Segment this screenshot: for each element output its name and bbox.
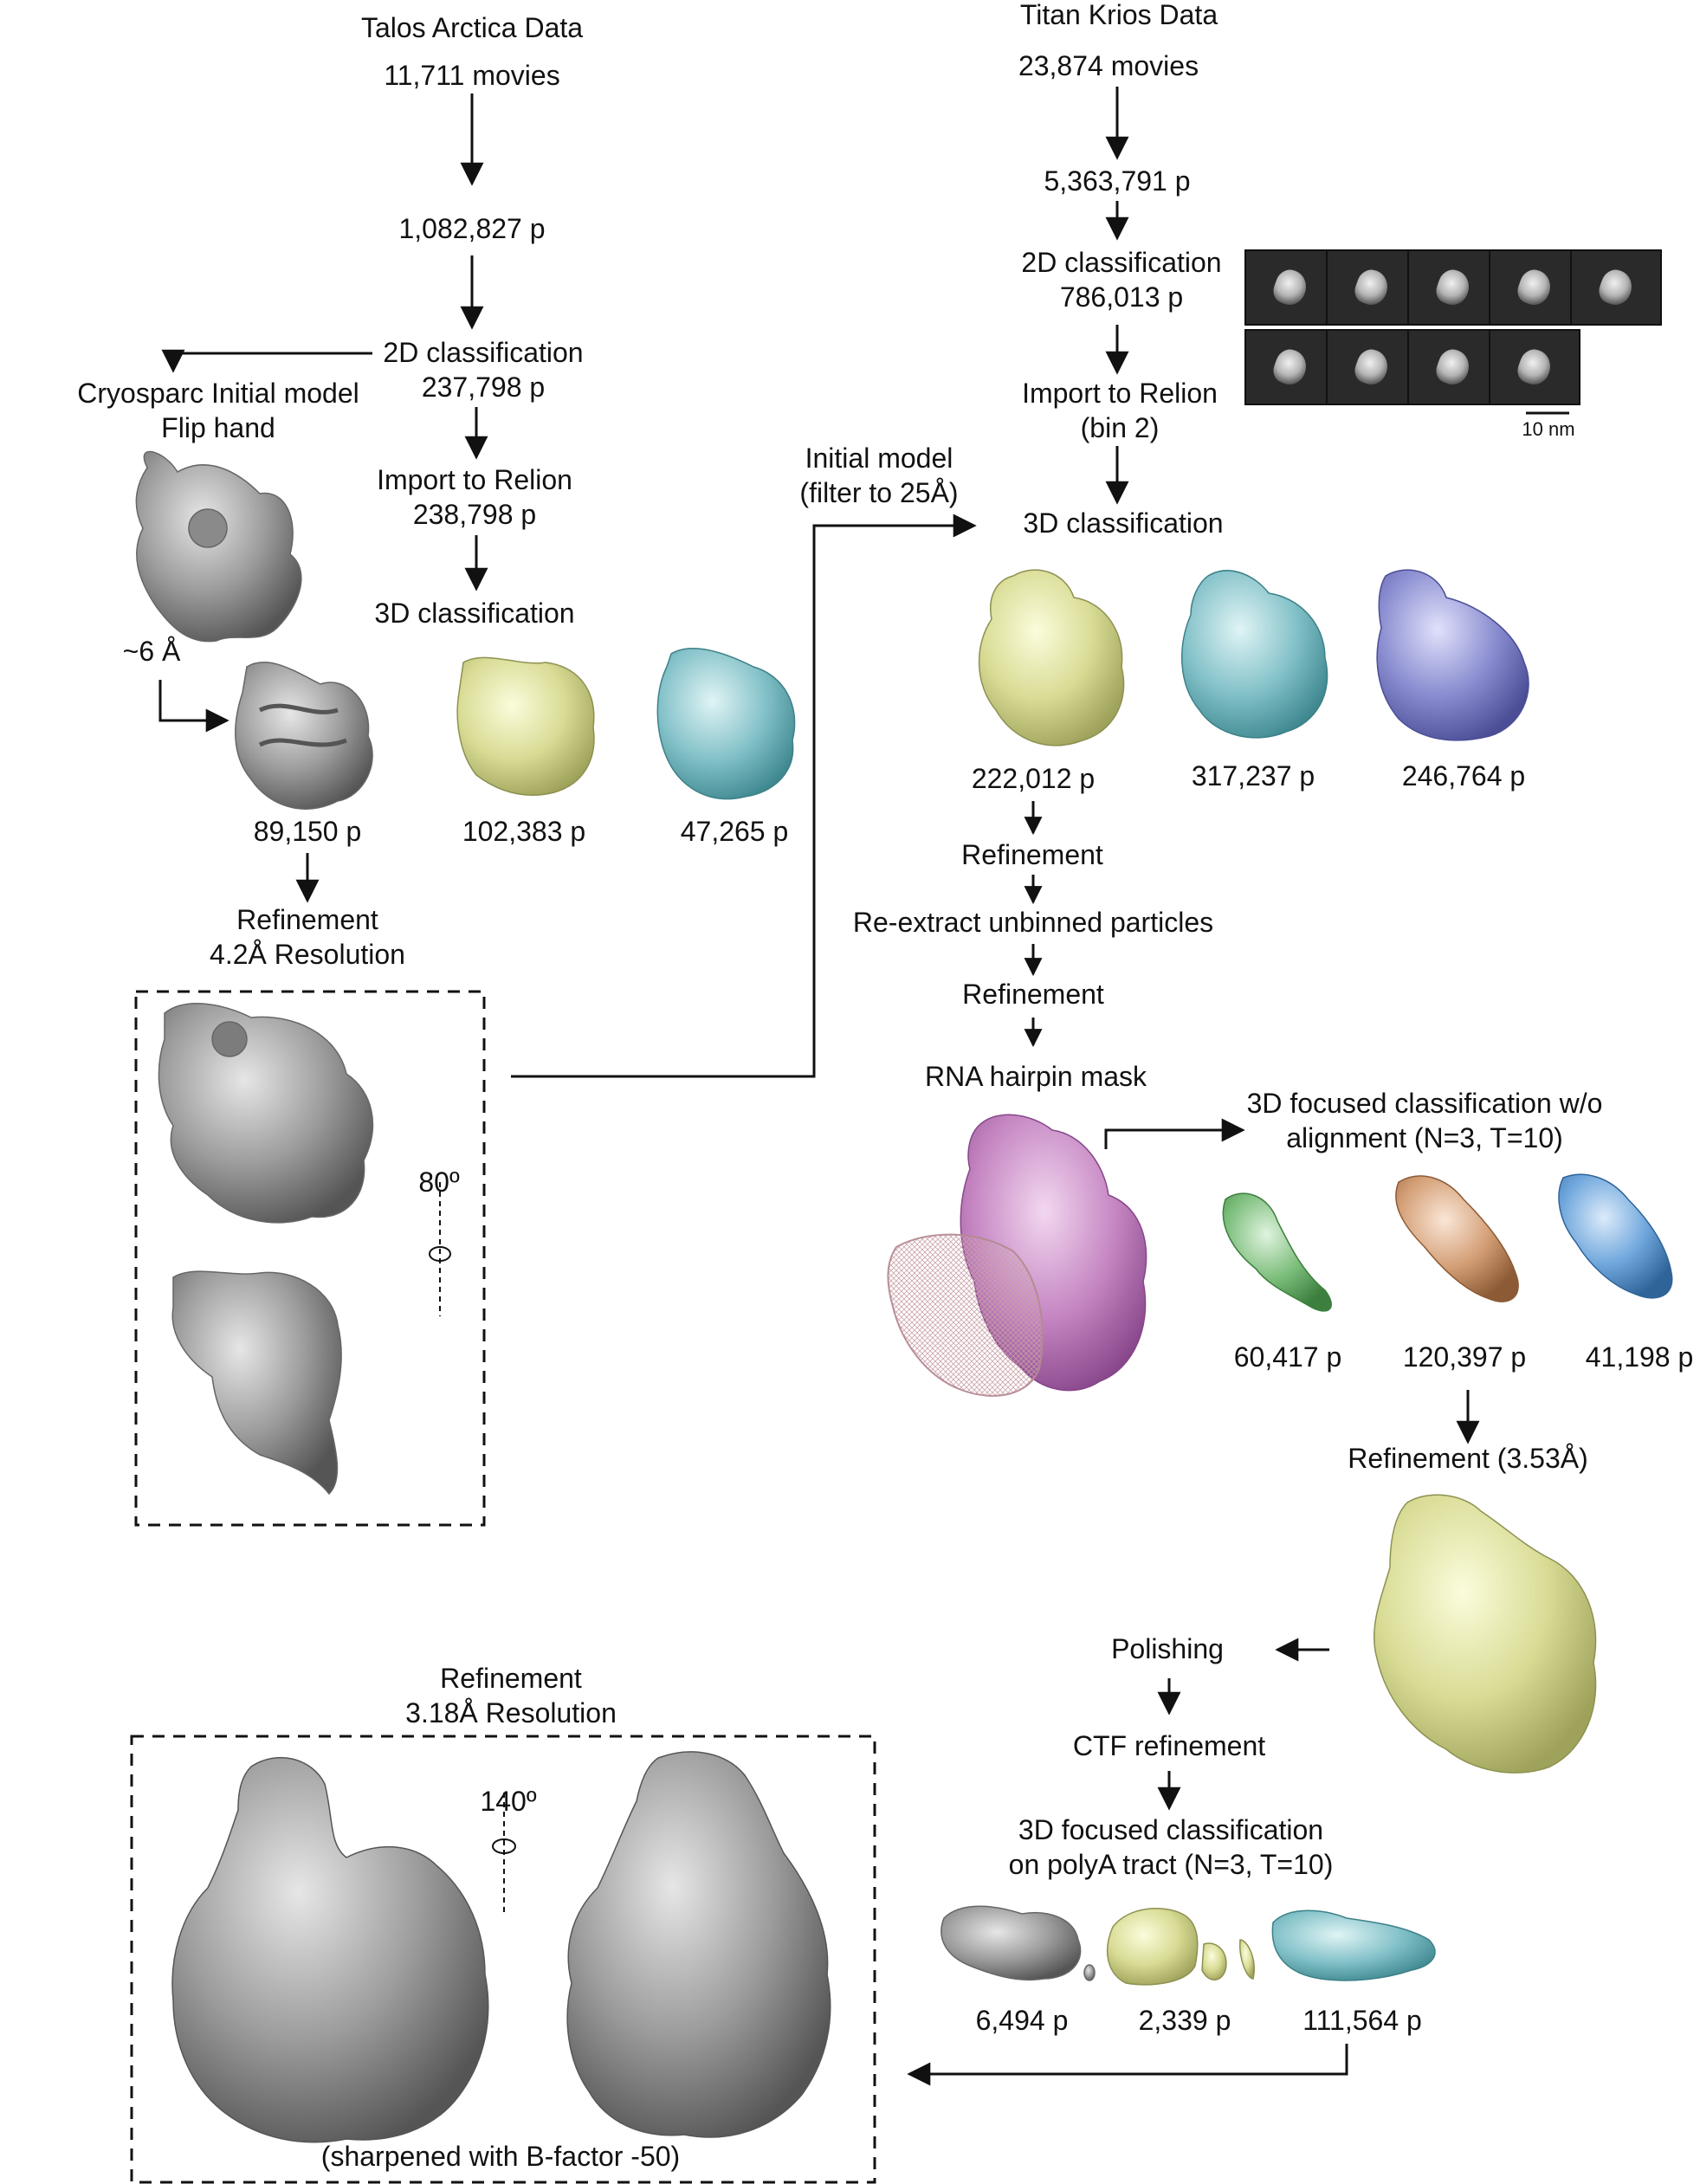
talos-approx-resolution: ~6 Å [122,636,181,667]
refinement-353-label: Refinement (3.53Å) [1348,1443,1588,1474]
map-titan-class-yellow [978,569,1125,746]
talos-import-label: Import to Relion [377,464,572,495]
talos-refinement-label: Refinement [236,904,378,935]
map-rna-hairpin-mask [887,1114,1147,1397]
focused-classification: 3D focused classification w/o alignment … [1247,1086,1603,1155]
class2d-thumb [1326,249,1418,326]
titan-import: Import to Relion (bin 2) [1022,376,1218,445]
class2d-thumb [1326,329,1418,405]
map-focused-green [1222,1192,1332,1312]
titan-2d-classification: 2D classification 786,013 p [1021,245,1221,314]
map-titan-class-cyan [1181,570,1328,739]
talos-3d-classification: 3D classification [374,598,575,629]
talos-count-yellow: 102,383 p [462,816,586,847]
talos-2d-count: 237,798 p [421,372,546,403]
class2d-thumb [1489,329,1580,405]
class2d-thumb [1244,329,1336,405]
focused-count-blue: 41,198 p [1585,1341,1694,1373]
map-talos-class-yellow [456,656,595,796]
class2d-thumb [1407,329,1499,405]
talos-import-count: 238,798 p [412,499,537,530]
titan-count-purple: 246,764 p [1401,760,1526,792]
titan-step-rna-mask: RNA hairpin mask [924,1061,1147,1092]
talos-arrows [158,94,977,1078]
titan-initial-model-label: Initial model [805,443,953,474]
map-polya-yellow [1106,1908,1255,1986]
polya-classification-params: on polyA tract (N=3, T=10) [1008,1849,1334,1880]
titan-filter-label: (filter to 25Å) [799,477,959,508]
polishing-label: Polishing [1111,1633,1224,1664]
focused-classification-params: alignment (N=3, T=10) [1286,1122,1563,1153]
titan-count-cyan: 317,237 p [1191,760,1315,792]
rotation-axis-80 [429,1182,451,1316]
map-focused-orange [1395,1175,1519,1302]
map-talos-refined-view2 [171,1270,342,1496]
rotation-140-label: 140º [480,1786,537,1817]
polya-count-gray: 6,494 p [975,2005,1069,2036]
initial-model-label: Cryosparc Initial model [77,378,359,409]
titan-step-reextract: Re-extract unbinned particles [852,907,1214,938]
sharpening-note: (sharpened with B-factor -50) [320,2141,681,2172]
polya-classification-label: 3D focused classification [1018,1814,1324,1845]
talos-movies: 11,711 movies [384,60,560,91]
talos-refinement-resolution: 4.2Å Resolution [210,939,405,970]
titan-step-refinement-1: Refinement [961,839,1103,870]
map-talos-class-gray [235,662,373,810]
focused-count-orange: 120,397 p [1402,1341,1527,1373]
rotation-80-label: 80º [418,1166,460,1198]
talos-final-box [134,990,486,1527]
map-cryosparc-initial [135,450,302,643]
flip-hand-label: Flip hand [161,412,275,443]
class2d-thumb [1407,249,1499,326]
titan-import-bin: (bin 2) [1080,412,1160,443]
titan-initial-model: Initial model (filter to 25Å) [799,441,958,510]
map-polya-cyan [1271,1909,1436,1981]
talos-2d-label: 2D classification [383,337,584,368]
titan-2d-count: 786,013 p [1059,281,1184,313]
titan-particles: 5,363,791 p [1044,165,1191,197]
talos-particles: 1,082,827 p [398,213,546,244]
class2d-thumb [1244,249,1336,326]
scale-bar-label: 10 nm [1522,418,1575,440]
map-polya-gray [940,1905,1096,1981]
talos-2d-classification: 2D classification 237,798 p [383,335,583,404]
talos-title: Talos Arctica Data [360,12,584,43]
final-refinement: Refinement 3.18Å Resolution [405,1661,617,1730]
titan-import-label: Import to Relion [1022,378,1218,409]
titan-movies: 23,874 movies [1018,50,1199,81]
focused-count-green: 60,417 p [1233,1341,1342,1373]
map-refinement-353 [1374,1494,1597,1774]
map-focused-blue [1558,1173,1673,1299]
talos-initial-model: Cryosparc Initial model Flip hand [77,376,359,445]
talos-refinement: Refinement 4.2Å Resolution [210,902,405,972]
focused-classification-label: 3D focused classification w/o [1246,1088,1603,1119]
final-refinement-label: Refinement [440,1663,582,1694]
class2d-thumb [1570,249,1662,326]
final-refinement-box [130,1735,876,2184]
talos-count-cyan: 47,265 p [680,816,789,847]
map-talos-refined-view1 [158,1003,374,1224]
map-talos-class-cyan [656,648,796,800]
map-titan-class-purple [1376,569,1529,741]
titan-count-yellow: 222,012 p [971,763,1096,794]
map-final-view2 [566,1751,831,2138]
ctf-refinement-label: CTF refinement [1072,1730,1266,1761]
talos-count-gray: 89,150 p [253,816,362,847]
titan-2d-label: 2D classification [1021,247,1222,278]
titan-title: Titan Krios Data [1019,0,1218,30]
rotation-axis-140 [492,1793,516,1914]
polya-count-yellow: 2,339 p [1138,2005,1231,2036]
titan-step-refinement-2: Refinement [962,979,1104,1010]
polya-classification: 3D focused classification on polyA tract… [1009,1812,1334,1882]
polya-count-cyan: 111,564 p [1302,2005,1422,2036]
class2d-thumb [1489,249,1580,326]
final-refinement-resolution: 3.18Å Resolution [405,1697,617,1728]
titan-3d-classification: 3D classification [1023,507,1224,539]
titan-arrows [907,87,1480,2086]
map-final-view1 [171,1756,489,2143]
talos-import: Import to Relion 238,798 p [377,462,572,532]
